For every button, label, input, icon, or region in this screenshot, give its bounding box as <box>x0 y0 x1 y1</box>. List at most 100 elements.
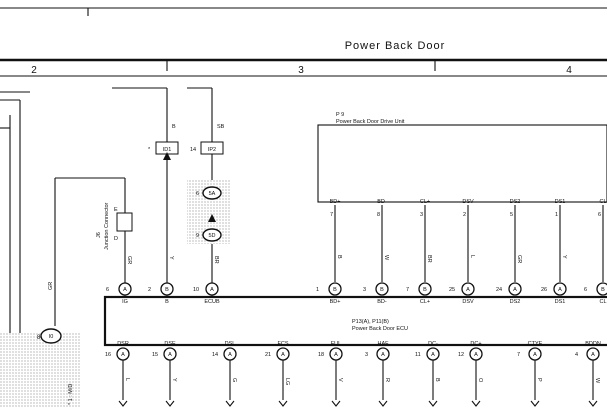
wire-color: O <box>477 378 483 383</box>
connector-letter: A <box>558 287 562 293</box>
terminal-circle <box>276 347 290 361</box>
connector-letter: A <box>228 352 232 358</box>
drive-terminal: CL+3BR <box>420 199 432 282</box>
ecu-name: Power Back Door ECU <box>352 326 408 332</box>
terminal-pin: 3 <box>365 352 368 358</box>
terminal-pin: 16 <box>105 352 111 358</box>
splice-5d-icon: 5D <box>202 228 222 242</box>
connector-letter: A <box>210 287 214 293</box>
ecu-code: P13(A), P11(B) <box>352 319 389 325</box>
terminal-name: DS1 <box>555 299 566 305</box>
terminal-pin: 8 <box>377 212 380 218</box>
terminal-pin: 6 <box>598 212 601 218</box>
connector-letter: A <box>431 352 435 358</box>
terminal-name: CL+ <box>420 299 430 305</box>
terminal-circle <box>469 347 483 361</box>
connector-letter: A <box>281 352 285 358</box>
column-number: 3 <box>298 65 304 76</box>
wire-color: G <box>231 378 237 382</box>
diagram-title: Power Back Door <box>345 40 446 52</box>
wire-color: GR <box>48 282 54 290</box>
wire-color: R <box>384 378 390 382</box>
terminal-pin: 7 <box>330 212 333 218</box>
terminal-name: DSL <box>225 341 236 347</box>
wire-color: Y <box>561 255 567 259</box>
wire-color: BR <box>213 256 219 264</box>
connector-letter: A <box>381 352 385 358</box>
connector-letter: A <box>466 287 470 293</box>
wire-color: LG <box>284 378 290 385</box>
terminal-pin: 25 <box>449 287 455 293</box>
ecu-bottom-terminal: DSR A 16L <box>105 341 130 407</box>
drive-terminal: BD-8W <box>377 199 389 282</box>
wire-color: SB <box>217 124 225 130</box>
connector-letter: A <box>334 352 338 358</box>
pin-number: * <box>148 147 151 153</box>
drive-terminal: BD+7B <box>330 199 342 282</box>
connector-letter: B <box>165 287 169 293</box>
terminal-circle <box>163 347 177 361</box>
terminal-circle <box>118 282 132 296</box>
terminal-name: DSV <box>462 299 474 305</box>
terminal-name: DC+ <box>470 341 481 347</box>
terminal-name: DS2 <box>510 199 521 205</box>
terminal-pin: 7 <box>406 287 409 293</box>
down-arrow-icon <box>530 400 540 407</box>
terminal-pin: 15 <box>152 352 158 358</box>
connector-letter: A <box>591 352 595 358</box>
terminal-pin: 6 <box>584 287 587 293</box>
wire-color: Y <box>168 256 174 260</box>
down-arrow-icon <box>378 400 388 407</box>
terminal-pin: 21 <box>265 352 271 358</box>
down-arrow-icon <box>428 400 438 407</box>
connector-letter: B <box>423 287 427 293</box>
column-number: 4 <box>566 65 572 76</box>
terminal-name: CL <box>599 199 606 205</box>
connector-id1 <box>112 87 179 284</box>
connector-letter: A <box>513 287 517 293</box>
down-arrow-icon <box>588 400 598 407</box>
terminal-name: ECUB <box>204 299 220 305</box>
terminal-circle <box>426 347 440 361</box>
wire-color: B <box>434 378 440 382</box>
shaded-area <box>0 333 80 407</box>
wire-color: L <box>124 378 130 381</box>
terminal-name: FUL <box>331 341 341 347</box>
wire-color: GR <box>126 256 132 264</box>
connector-letter: B <box>601 287 605 293</box>
drive-unit-code: P 9 <box>336 112 344 118</box>
terminal-pin: 26 <box>541 287 547 293</box>
splice-5a-icon: 5A <box>202 186 222 200</box>
terminal-name: DSV <box>462 199 474 205</box>
wire-color: B <box>336 255 342 259</box>
down-arrow-icon <box>331 400 341 407</box>
terminal-circle <box>160 282 174 296</box>
pin-number: 8 <box>37 335 41 341</box>
terminal-pin: 11 <box>415 352 421 358</box>
svg-text:5A: 5A <box>209 191 216 197</box>
connector-letter: A <box>474 352 478 358</box>
connector-label: IP2 <box>208 147 216 153</box>
connector-letter: A <box>121 352 125 358</box>
terminal-pin: 6 <box>106 287 109 293</box>
connector-label: ID1 <box>163 147 172 153</box>
junction-code: J6 <box>96 232 102 238</box>
wire-color: Y <box>171 378 177 382</box>
terminal-pin: 5 <box>510 212 513 218</box>
connector-letter: B <box>333 287 337 293</box>
terminal-circle <box>528 347 542 361</box>
terminal-circle <box>328 282 342 296</box>
terminal-pin: 3 <box>420 212 423 218</box>
connector-io-icon: I0 <box>40 328 62 344</box>
terminal-name: DSR <box>117 341 129 347</box>
